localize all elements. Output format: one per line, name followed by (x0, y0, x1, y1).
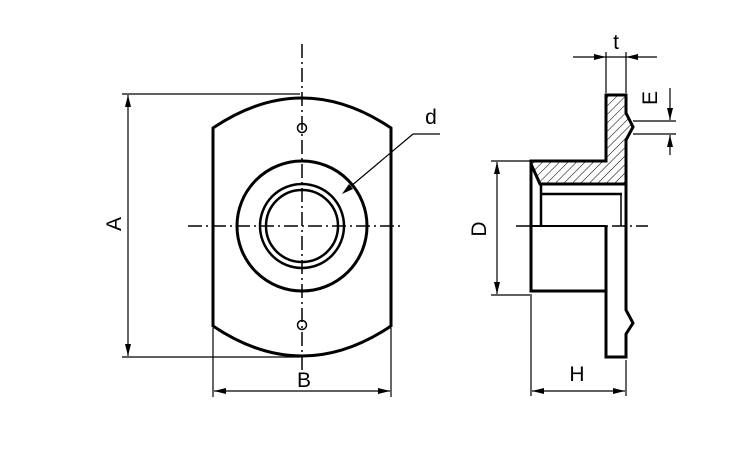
dim-label-t: t (613, 31, 619, 54)
dim-h-arrow-left (532, 388, 544, 394)
plate-outline (211, 96, 393, 358)
dim-label-e: E (639, 91, 662, 105)
front-view: A B d (103, 44, 440, 397)
dim-label-a: A (103, 217, 126, 231)
dim-h-arrow-right (613, 388, 625, 394)
flange-lower (604, 184, 635, 359)
section-hatched-area (529, 93, 635, 186)
dim-label-b: B (297, 369, 311, 392)
dim-label-h: H (569, 363, 584, 386)
dim-d-leader-diagonal (343, 133, 414, 193)
dim-t-arrow-left (594, 54, 606, 60)
hub-body (529, 164, 606, 293)
dim-a-arrow-top (125, 95, 131, 107)
dim-label-d: d (425, 106, 437, 129)
dim-b-arrow-right (378, 388, 390, 394)
dim-label-big-d: D (468, 221, 491, 236)
dim-b-arrow-left (214, 388, 226, 394)
side-view: D H t E (468, 31, 676, 396)
dim-big-d-arrow-bottom (494, 282, 500, 294)
dim-e-arrow-top (667, 108, 673, 120)
dim-big-d-arrow-top (494, 162, 500, 174)
dim-e-arrow-bottom (667, 135, 673, 147)
dim-d-leader-arrow (342, 184, 353, 194)
dim-a-arrow-bottom (125, 344, 131, 356)
dim-t-arrow-right (626, 54, 638, 60)
